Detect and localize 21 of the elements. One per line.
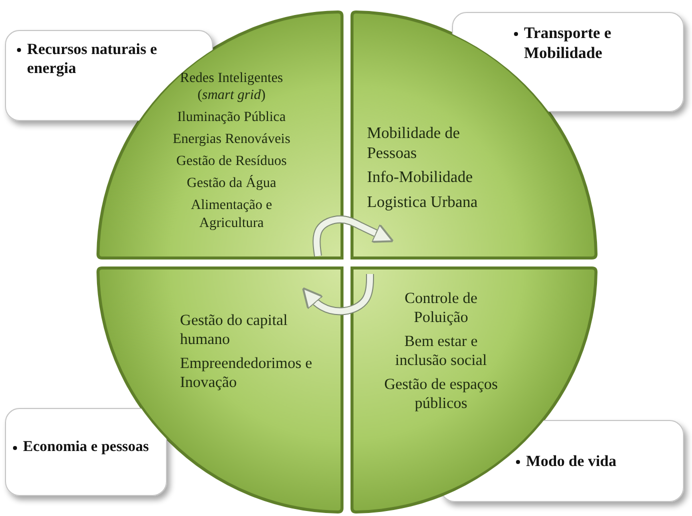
category-title: Economia e pessoas: [23, 439, 149, 455]
category-title: Transporte e Mobilidade: [524, 25, 612, 62]
topic-text: Mobilidade de Pessoas: [367, 124, 461, 164]
category-title: Recursos naturais e energia: [27, 41, 158, 78]
curved-arrow: [302, 274, 374, 316]
topic-text: Redes Inteligentes (smart grid): [178, 70, 284, 104]
topic-text: Empreendedorimos e Inovação: [180, 354, 314, 393]
curved-arrow: [312, 215, 394, 257]
topic-text: Iluminação Pública: [176, 109, 287, 126]
topic-text: Gestão da Água: [186, 175, 278, 192]
topic-text: Info-Mobilidade: [367, 168, 474, 188]
topic-text: Controle de Poluição: [404, 290, 478, 328]
topic-text: Gestão de espaços públicos: [383, 376, 499, 414]
topic-text: Gestão de Resíduos: [175, 153, 288, 170]
quadrant-panel: [98, 268, 342, 512]
topic-text: Gestão do capital humano: [180, 312, 289, 350]
topic-text: Alimentação e Agricultura: [190, 197, 274, 232]
topic-text: Logistica Urbana: [367, 192, 479, 212]
topic-text: Bem estar e inclusão social: [394, 332, 488, 371]
topic-text: Energias Renováveis: [172, 131, 292, 148]
category-title: Modo de vida: [526, 453, 616, 470]
